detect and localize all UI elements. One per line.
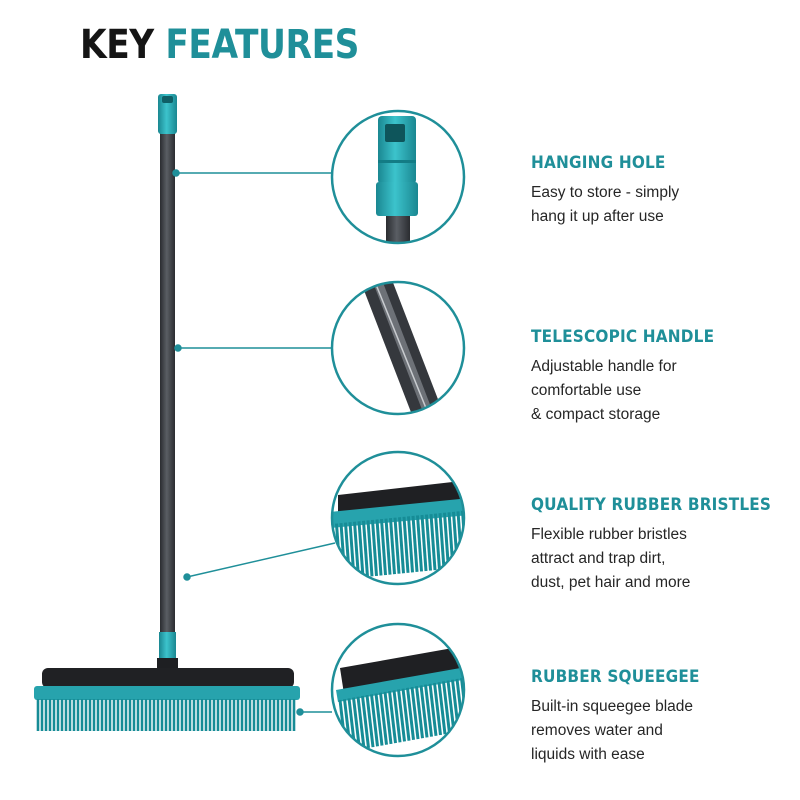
broom-bristles [36,699,296,731]
description-line: comfortable use [531,382,642,399]
bristle [419,685,429,738]
description-line: & compact storage [531,406,661,423]
feature-rubber-squeegee: RUBBER SQUEEGEE Built-in squeegee blade … [531,667,791,767]
bristle [380,518,387,576]
broom-head-base [34,686,300,700]
broom [34,94,300,731]
bristle [433,682,442,736]
bristle [361,695,370,749]
bristle [467,511,471,567]
bristle [398,517,405,574]
feature-heading: QUALITY RUBBER BRISTLES [531,495,772,515]
description-line: dust, pet hair and more [531,574,691,591]
bristle [362,520,369,577]
description-line: Flexible rubber bristles [531,526,687,543]
bristle [429,513,437,571]
bristle [393,517,401,574]
title-word-key: KEY [80,22,154,68]
feature-description: Adjustable handle for comfortable use & … [531,355,791,427]
bristle [379,692,388,745]
bristle [402,516,410,573]
feature-telescopic-handle: TELESCOPIC HANDLE Adjustable handle for … [531,327,791,427]
bristle [434,513,441,570]
bristle [424,684,433,737]
feature-description: Built-in squeegee blade removes water an… [531,695,791,767]
detail-circle-hanging-hole [330,109,466,245]
bristle [466,677,472,729]
bristle [420,514,428,572]
connector-lines [172,169,336,716]
detail-circle-rubber-squeegee [330,622,477,758]
feature-hanging-hole: HANGING HOLE Easy to store - simply hang… [531,153,791,229]
feature-description: Easy to store - simply hang it up after … [531,181,791,229]
bristle [357,521,365,578]
bristle [388,690,397,744]
title-word-features: FEATURES [165,22,360,68]
bristle [407,516,414,573]
bristle [353,521,360,578]
bristle [392,690,402,743]
bristle [397,689,406,742]
description-line: removes water and [531,722,663,739]
bristle [365,694,375,748]
bristle [428,683,438,736]
broom-handle [160,130,175,635]
bristle [352,697,361,750]
bristle [371,519,378,577]
handle-bottom-sleeve [159,632,176,660]
bristle [425,514,432,571]
bristle [415,686,424,739]
bristle [406,687,415,741]
bristle [410,686,420,740]
description-line: Built-in squeegee blade [531,698,694,715]
feature-description: Flexible rubber bristles attract and tra… [531,523,791,595]
bristle [366,520,374,577]
bristle [411,515,419,573]
description-line: hang it up after use [531,208,664,225]
handle-top-cap [158,94,177,134]
bristle [442,681,451,734]
broom-head-top [42,668,294,688]
page-title: KEY FEATURES [80,22,359,68]
detail-circle-rubber-bristles [330,450,471,586]
bristle [389,518,396,575]
bristle [375,519,383,576]
description-line: Easy to store - simply [531,184,680,201]
description-line: liquids with ease [531,746,645,763]
bristle [446,680,456,733]
bristle [416,515,423,572]
bristle [384,518,392,575]
feature-heading: TELESCOPIC HANDLE [531,327,715,347]
description-line: attract and trap dirt, [531,550,666,567]
description-line: Adjustable handle for [531,358,677,375]
bristle [383,691,393,745]
bristle [356,696,366,749]
feature-heading: HANGING HOLE [531,153,666,173]
bristle [460,677,464,731]
bristle [374,693,384,746]
feature-heading: RUBBER SQUEEGEE [531,667,700,687]
bristle [401,688,411,741]
detail-circle-telescopic-handle [330,280,466,416]
bristle [370,694,379,747]
bristle [471,677,477,729]
feature-quality-rubber-bristles: QUALITY RUBBER BRISTLES Flexible rubber … [531,495,791,595]
bristle [438,513,446,570]
bristle [437,682,447,735]
